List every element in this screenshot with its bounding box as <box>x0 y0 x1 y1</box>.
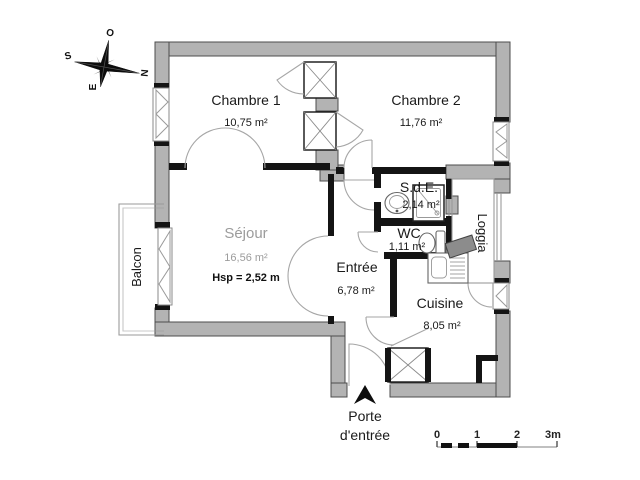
compass-south-label: S <box>64 50 73 62</box>
entrance-label-line2: d'entrée <box>340 427 390 443</box>
fixtures <box>384 184 478 284</box>
compass-east-label: E <box>88 83 99 90</box>
cuisine-label: Cuisine <box>417 295 464 311</box>
room-labels: Chambre 1 10,75 m² Chambre 2 11,76 m² Sé… <box>129 92 490 332</box>
cuisine-area: 8,05 m² <box>423 320 461 332</box>
wc-area: 1,11 m² <box>389 241 426 253</box>
chambre1-area: 10,75 m² <box>224 117 268 129</box>
sejour-area: 16,56 m² <box>224 252 268 264</box>
scale-tick-1: 1 <box>474 429 480 441</box>
loggia-outline <box>451 178 495 284</box>
sejour-label: Séjour <box>224 225 267 242</box>
chambre2-area: 11,76 m² <box>400 117 443 129</box>
door-sejour-right-leaf <box>287 275 329 317</box>
wc-label: WC <box>397 225 420 241</box>
closet-chambre1 <box>276 61 337 99</box>
sejour-ceiling-height: Hsp = 2,52 m <box>212 272 280 284</box>
balcony-outline <box>118 203 164 336</box>
exterior-walls <box>154 41 511 398</box>
sde-label: S.d.E. <box>400 179 438 195</box>
windows <box>152 83 510 314</box>
entrance-arrow-icon <box>354 385 376 404</box>
balcon-label: Balcon <box>129 247 144 287</box>
scale-bar: 0 1 2 3m <box>434 429 561 448</box>
window-cuisine <box>492 278 510 314</box>
scale-tick-2: 2 <box>514 429 520 441</box>
chambre2-label: Chambre 2 <box>391 92 460 108</box>
closets <box>276 61 431 383</box>
entrance-annotation: Porte d'entrée <box>340 385 390 443</box>
chambre1-label: Chambre 1 <box>211 92 280 108</box>
door-sejour-left-leaf <box>287 235 329 277</box>
closet-chambre2 <box>303 111 364 151</box>
window-chambre1 <box>152 83 170 146</box>
entree-label: Entrée <box>336 259 377 275</box>
bathroom-sink-icon <box>384 191 410 215</box>
door-entrance <box>348 343 391 386</box>
door-cuisine <box>365 316 395 346</box>
toilet-icon <box>418 230 446 255</box>
door-wc <box>357 231 379 253</box>
kitchen-sink-icon <box>427 252 469 284</box>
door-sde <box>343 179 375 211</box>
door-chambre1 <box>184 127 266 169</box>
water-heater-icon <box>444 234 478 259</box>
entrance-label-line1: Porte <box>348 408 382 424</box>
window-chambre2 <box>492 117 510 166</box>
loggia-label: Loggia <box>475 213 490 253</box>
door-loggia <box>467 282 493 308</box>
kitchen-duct <box>476 355 498 383</box>
closet-entry <box>385 327 431 383</box>
shower-icon <box>412 184 445 222</box>
compass-west-label: O <box>105 27 115 39</box>
window-balcony-door <box>155 222 173 310</box>
scale-tick-0: 0 <box>434 429 440 441</box>
compass-rose-icon: O S N E <box>64 27 150 90</box>
door-chambre2 <box>343 139 373 169</box>
sde-area: 2,14 m² <box>402 199 440 211</box>
entree-area: 6,78 m² <box>337 285 375 297</box>
compass-north-label: N <box>138 69 150 77</box>
scale-tick-3m: 3m <box>545 429 561 441</box>
